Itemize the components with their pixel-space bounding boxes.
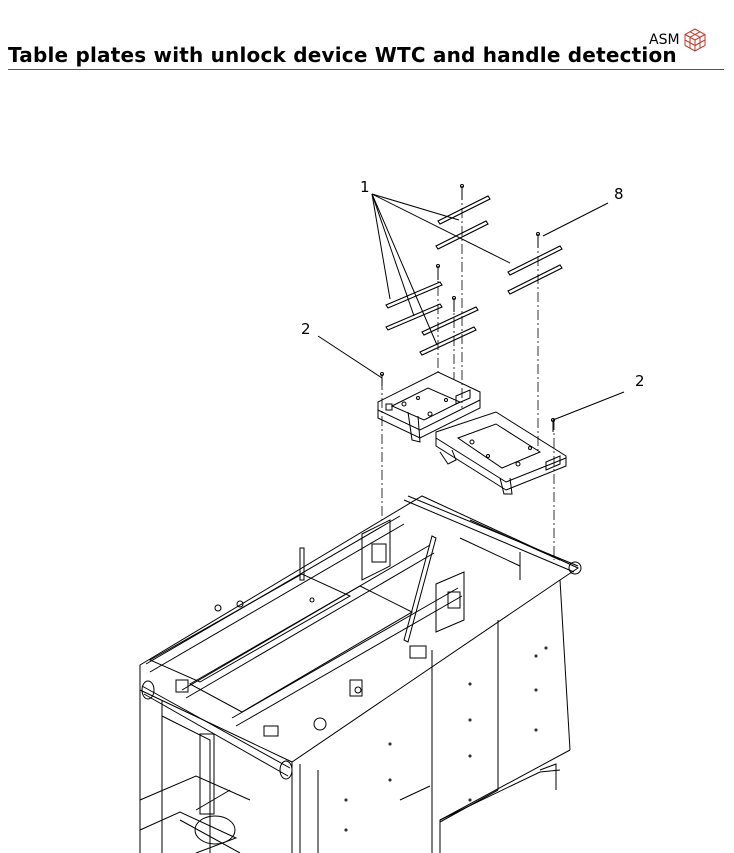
- callout-labels: 1 8 2 2: [301, 178, 645, 390]
- callout-2-right: 2: [635, 372, 645, 390]
- table-plate-left: [377, 371, 481, 443]
- callout-8: 8: [614, 185, 624, 203]
- table-plate-right: [435, 411, 567, 495]
- logo-text: ASM: [649, 32, 680, 48]
- asm-logo: ASM: [649, 28, 706, 52]
- header-rule: [8, 69, 724, 70]
- strip-parts: [385, 195, 563, 356]
- asm-cube-icon: [684, 28, 706, 52]
- callout-leaders: [317, 193, 625, 421]
- callout-2-left: 2: [301, 320, 311, 338]
- machine-base-frame: [139, 495, 582, 853]
- callout-1: 1: [360, 178, 370, 196]
- screw-parts: [380, 184, 555, 432]
- page-header: Table plates with unlock device WTC and …: [0, 0, 734, 72]
- page-title: Table plates with unlock device WTC and …: [8, 43, 677, 67]
